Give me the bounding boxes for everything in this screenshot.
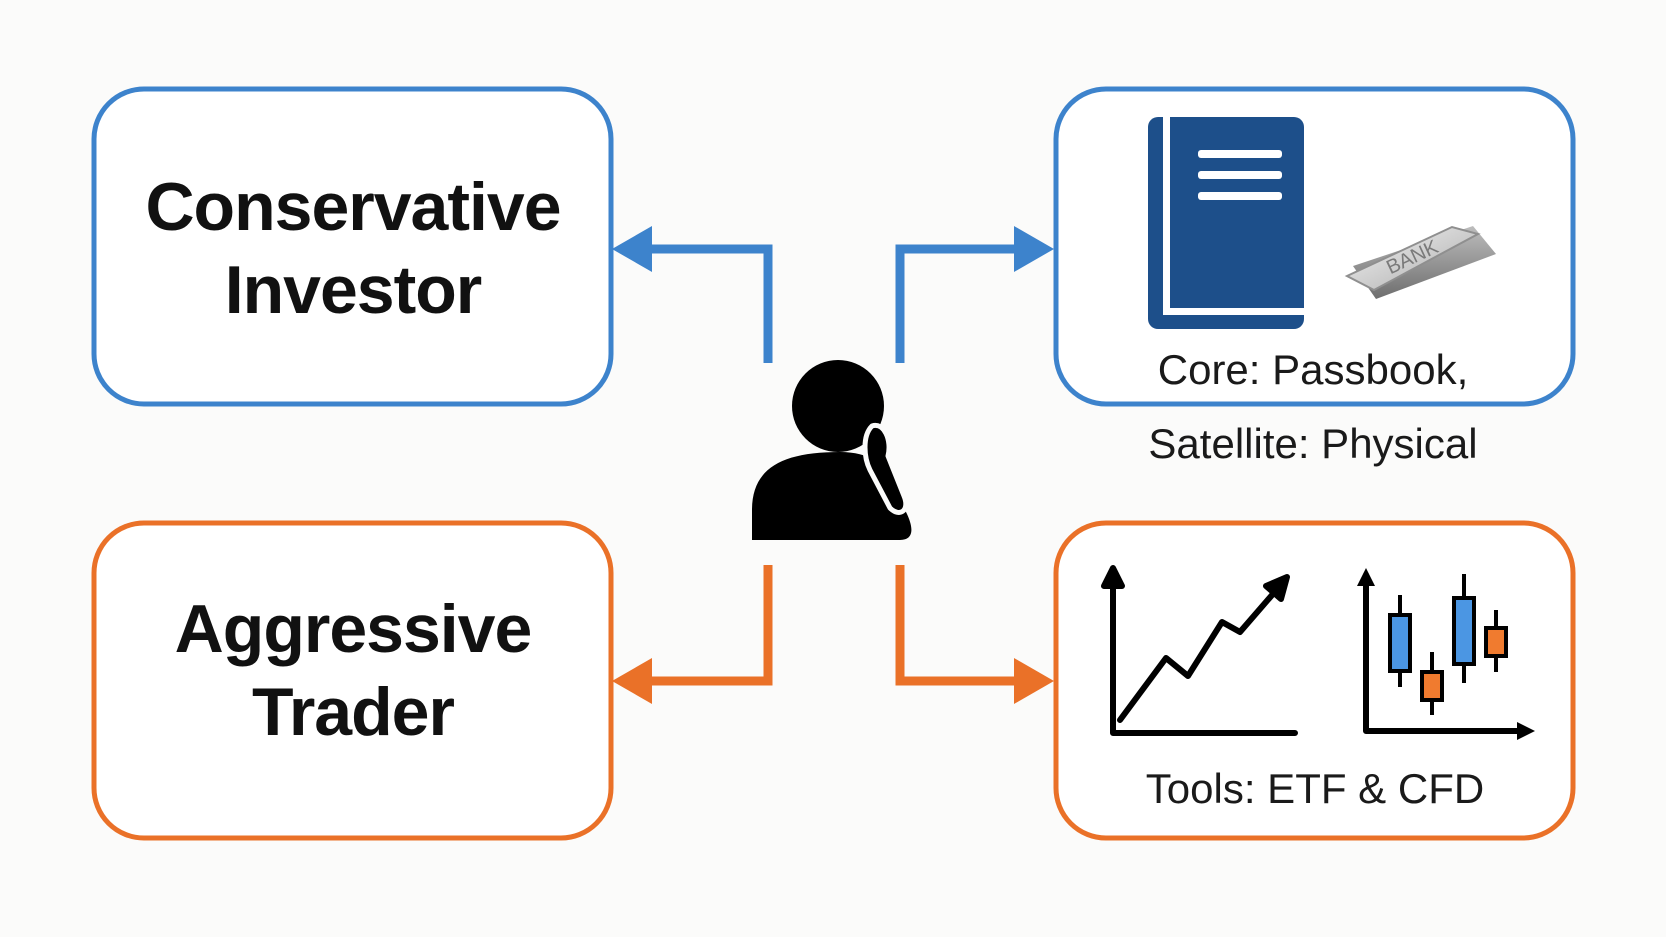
tools-caption: Tools: ETF & CFD	[1146, 765, 1484, 812]
candlestick-chart-icon	[1357, 568, 1535, 740]
core-caption: Core: Passbook,	[1158, 346, 1469, 393]
candle-1	[1388, 595, 1412, 687]
candle-4	[1484, 610, 1508, 672]
person-thinking-icon	[752, 360, 912, 540]
conservative-investor-box	[91, 86, 614, 407]
aggressive-title-line1: Aggressive	[175, 591, 532, 667]
satellite-caption: Satellite: Physical	[1148, 420, 1477, 467]
arrow-to-tools	[895, 565, 1054, 704]
conservative-title-line2: Investor	[225, 252, 482, 328]
candle-2	[1420, 652, 1444, 715]
tools-box	[1053, 520, 1576, 841]
passbook-icon	[1148, 117, 1304, 329]
line-chart-icon	[1101, 565, 1298, 736]
candle-3	[1452, 574, 1476, 683]
aggressive-trader-box	[91, 520, 614, 841]
arrow-to-core-satellite	[895, 226, 1054, 363]
arrow-to-conservative	[612, 226, 773, 363]
aggressive-title-line2: Trader	[252, 674, 454, 750]
arrow-to-aggressive	[612, 565, 773, 704]
conservative-title-line1: Conservative	[145, 169, 560, 245]
